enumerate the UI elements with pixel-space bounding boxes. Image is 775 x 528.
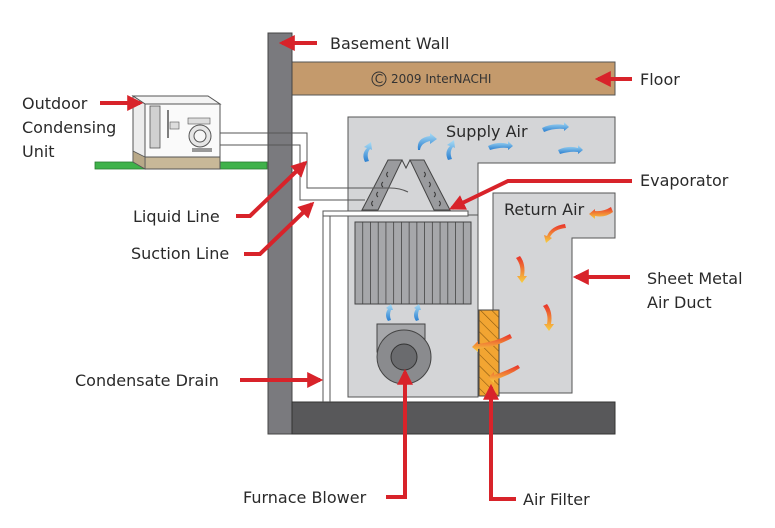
- air-filter: [478, 309, 500, 397]
- liquid-line-pipe: [213, 132, 409, 193]
- label-furnace-blower: Furnace Blower: [243, 488, 367, 507]
- evaporator-callout: [449, 179, 632, 210]
- evaporator-coil: [361, 159, 451, 211]
- floor-slab: [291, 401, 616, 435]
- label-basement-wall: Basement Wall: [330, 34, 449, 53]
- sheet-metal-air-duct: [492, 192, 616, 394]
- return-air-flow-arrows: [472, 207, 613, 383]
- furnace-blower: [376, 323, 432, 385]
- label-outdoor-line2: Condensing: [22, 118, 116, 137]
- label-return-air: Return Air: [504, 200, 585, 219]
- furnace-blower-callout: [386, 368, 413, 499]
- callout-arrows: [100, 35, 632, 501]
- heat-exchanger: [354, 221, 472, 305]
- label-condensate-drain: Condensate Drain: [75, 371, 219, 390]
- label-suction-line: Suction Line: [131, 244, 229, 263]
- outdoor-condensing-unit: [131, 95, 222, 170]
- drip-pan: [322, 210, 469, 217]
- suction-line-callout: [244, 201, 315, 256]
- copyright-text: 2009 InterNACHI: [391, 72, 491, 86]
- svg-text:C: C: [375, 72, 383, 86]
- label-sheet-metal-line2: Air Duct: [647, 293, 712, 312]
- label-air-filter: Air Filter: [523, 490, 590, 509]
- air-filter-callout: [483, 383, 516, 501]
- condensate-drain-pipe: [322, 216, 331, 402]
- label-outdoor-line1: Outdoor: [22, 94, 88, 113]
- supply-air-flow-arrows: [363, 122, 583, 321]
- label-liquid-line: Liquid Line: [133, 207, 220, 226]
- label-outdoor-line3: Unit: [22, 142, 55, 161]
- label-sheet-metal-line1: Sheet Metal: [647, 269, 743, 288]
- label-evaporator: Evaporator: [640, 171, 729, 190]
- copyright-mark: C 2009 InterNACHI: [371, 71, 491, 87]
- label-floor: Floor: [640, 70, 680, 89]
- liquid-line-callout: [236, 160, 308, 218]
- label-supply-air: Supply Air: [446, 122, 528, 141]
